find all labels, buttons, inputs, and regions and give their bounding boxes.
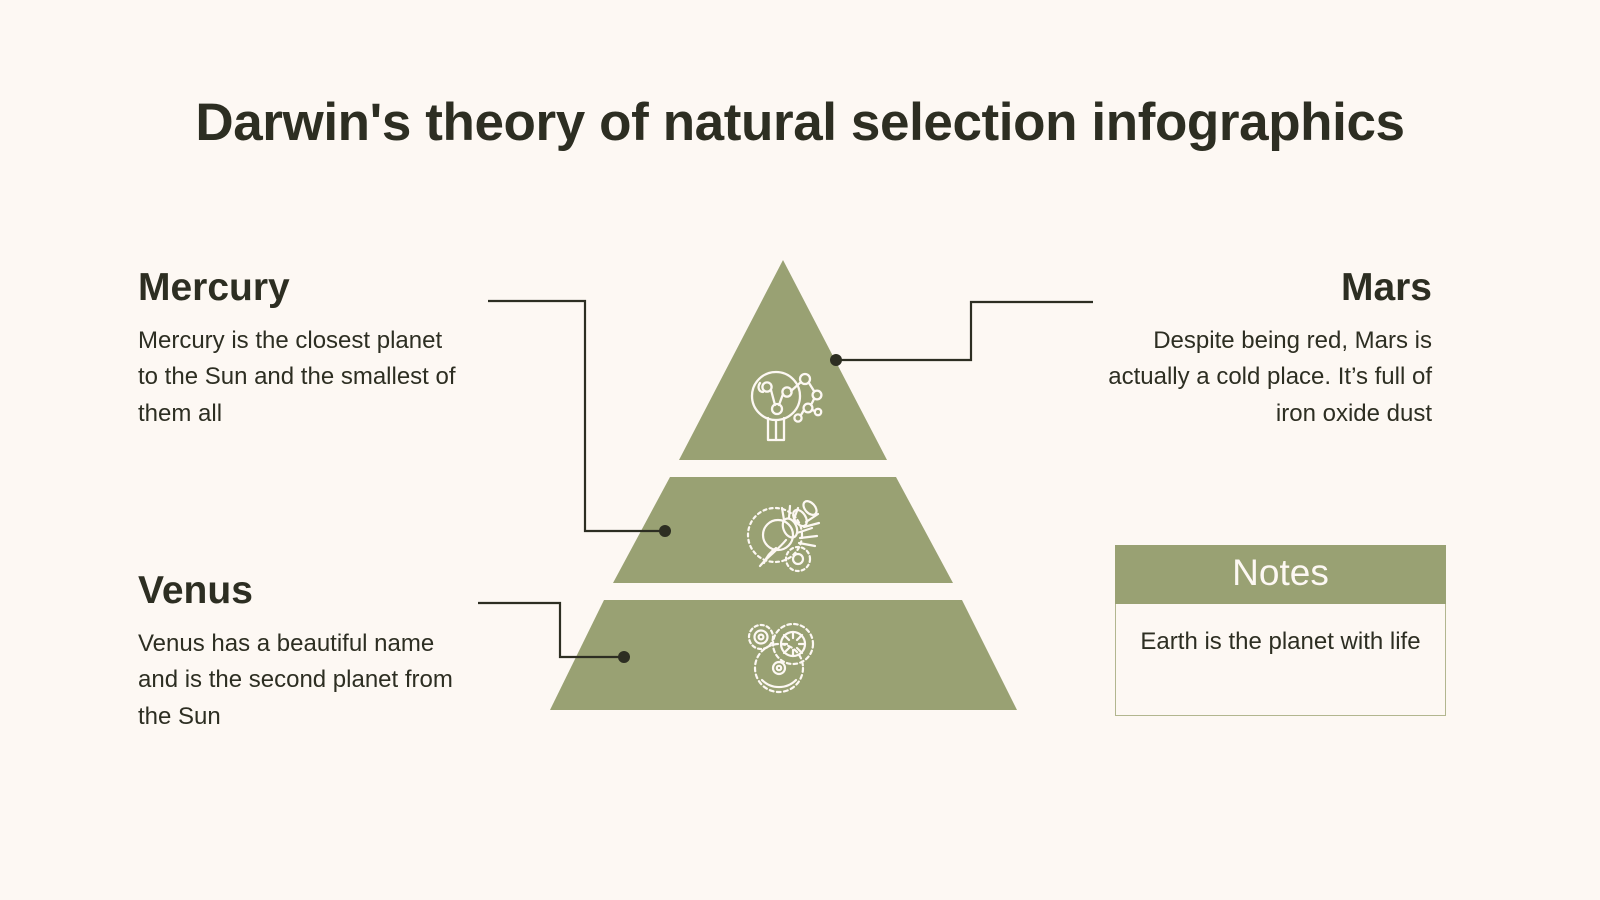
notes-card-body: Earth is the planet with life xyxy=(1115,603,1446,716)
info-block-mercury-heading: Mercury xyxy=(138,266,290,309)
info-block-venus-body: Venus has a beautiful name and is the se… xyxy=(138,629,453,730)
connector-mars xyxy=(830,300,1093,366)
connector-mercury xyxy=(488,299,671,537)
notes-card: Notes Earth is the planet with life xyxy=(1115,545,1446,716)
info-block-mars-body: Despite being red, Mars is actually a co… xyxy=(1108,326,1432,427)
info-block-venus-heading: Venus xyxy=(138,569,253,612)
pyramid-tier-top[interactable] xyxy=(679,260,887,460)
pyramid-tier-middle[interactable] xyxy=(613,477,953,583)
info-block-mercury-body: Mercury is the closest planet to the Sun… xyxy=(138,326,456,427)
info-block-mercury: Mercury Mercury is the closest planet to… xyxy=(138,266,458,432)
info-block-venus: Venus Venus has a beautiful name and is … xyxy=(138,569,458,735)
notes-card-header: Notes xyxy=(1115,545,1446,604)
page-title: Darwin's theory of natural selection inf… xyxy=(195,93,1405,152)
info-block-mars-heading: Mars xyxy=(1340,266,1432,309)
pyramid-tier-bottom[interactable] xyxy=(550,600,1017,710)
info-block-mars: Mars Despite being red, Mars is actually… xyxy=(1102,266,1432,432)
